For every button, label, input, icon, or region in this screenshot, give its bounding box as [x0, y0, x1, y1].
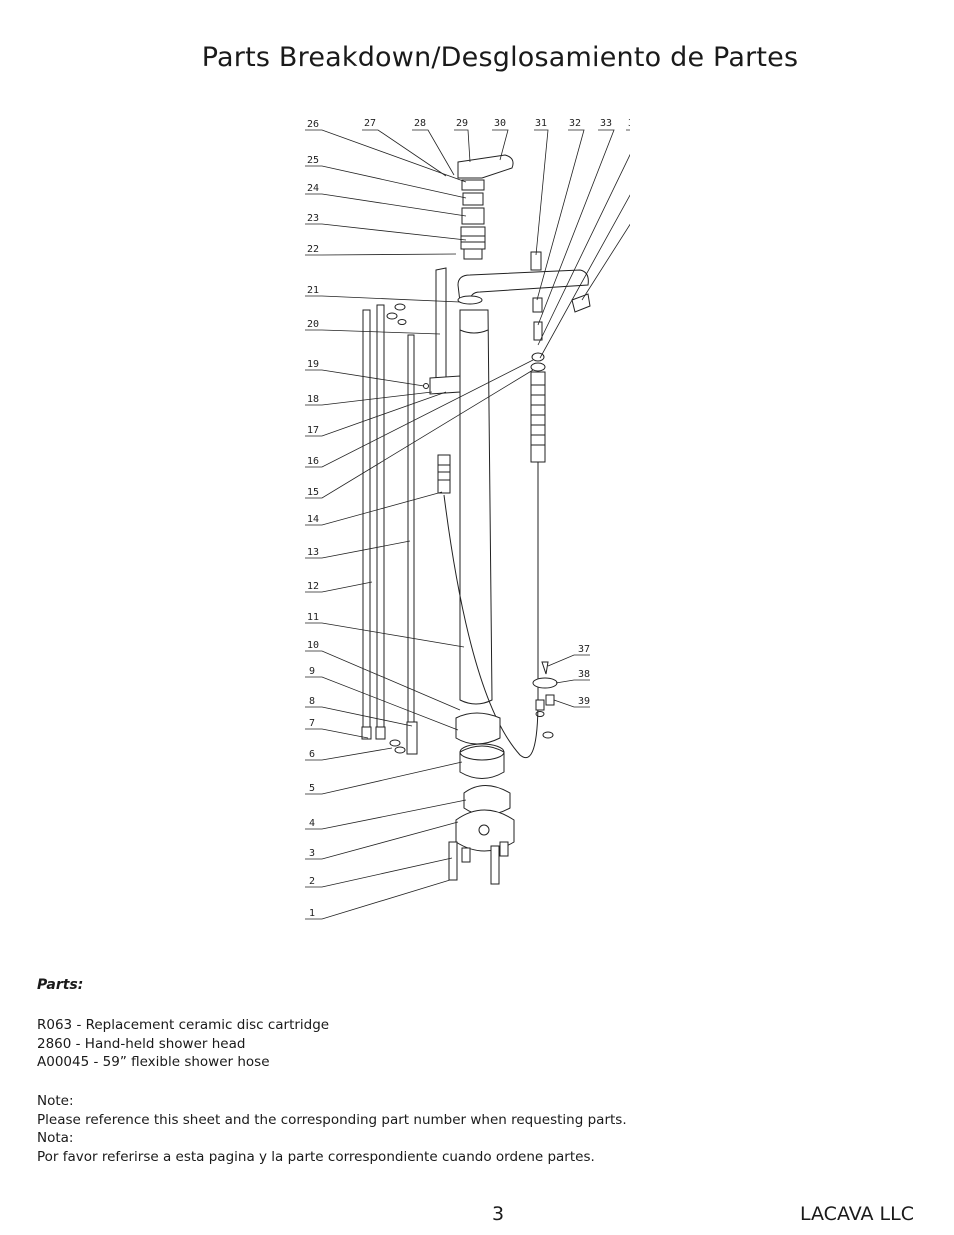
callout-label: 28 [414, 118, 426, 129]
callout-label: 4 [309, 818, 315, 829]
left-callouts: 26 25 24 23 22 21 20 19 18 17 16 15 14 1… [307, 119, 319, 919]
exploded-parts-diagram: 26 25 24 23 22 21 20 19 18 17 16 15 14 1… [305, 118, 630, 920]
callout-label: 25 [307, 155, 319, 166]
list-item: 2860 - Hand-held shower head [37, 1035, 246, 1052]
callout-label: 19 [307, 359, 319, 370]
callout-label: 16 [307, 456, 319, 467]
callout-label: 17 [307, 425, 319, 436]
callout-label: 6 [309, 749, 315, 760]
callout-label: 1 [309, 908, 315, 919]
notes-section: Note: Please reference this sheet and th… [37, 1092, 627, 1166]
list-item: A00045 - 59” flexible shower hose [37, 1054, 270, 1070]
top-callouts: 27 28 29 30 31 32 33 34 35 36 [364, 118, 630, 129]
parts-heading: Parts: [37, 977, 84, 993]
callout-label: 5 [309, 783, 315, 794]
page-title: Parts Breakdown/Desglosamiento de Partes [201, 42, 799, 73]
nota-text: Por favor referirse a esta pagina y la p… [37, 1148, 595, 1165]
note-label: Note: [37, 1093, 74, 1109]
callout-label: 39 [578, 696, 590, 707]
callout-label: 37 [578, 644, 590, 655]
callout-label: 24 [307, 183, 319, 194]
callout-label: 7 [309, 718, 315, 729]
callout-label: 9 [309, 666, 315, 677]
nota-label: Nota: [37, 1130, 74, 1146]
callout-label: 34 [628, 118, 630, 129]
callout-label: 32 [569, 118, 581, 129]
callout-label: 30 [494, 118, 506, 129]
callout-label: 14 [307, 514, 319, 525]
callout-label: 26 [307, 119, 319, 130]
callout-label: 15 [307, 487, 319, 498]
callout-label: 21 [307, 285, 319, 296]
callout-label: 23 [307, 213, 319, 224]
callout-label: 20 [307, 319, 319, 330]
callout-label: 8 [309, 696, 315, 707]
note-text: Please reference this sheet and the corr… [37, 1111, 627, 1128]
page-number: 3 [492, 1203, 505, 1225]
callout-label: 29 [456, 118, 468, 129]
callout-label: 38 [578, 669, 590, 680]
company-name: LACAVA LLC [800, 1203, 914, 1225]
callout-label: 11 [307, 612, 319, 623]
callout-label: 12 [307, 581, 319, 592]
callout-label: 3 [309, 848, 315, 859]
callout-label: 33 [600, 118, 612, 129]
list-item: R063 - Replacement ceramic disc cartridg… [37, 1017, 330, 1033]
callout-label: 31 [535, 118, 547, 129]
parts-list: R063 - Replacement ceramic disc cartridg… [37, 1016, 329, 1072]
callout-label: 27 [364, 118, 376, 129]
right-callouts: 37 38 39 [578, 644, 590, 707]
callout-label: 18 [307, 394, 319, 405]
callout-label: 22 [307, 244, 319, 255]
callout-label: 13 [307, 547, 319, 558]
callout-label: 2 [309, 876, 315, 887]
callout-label: 10 [307, 640, 319, 651]
